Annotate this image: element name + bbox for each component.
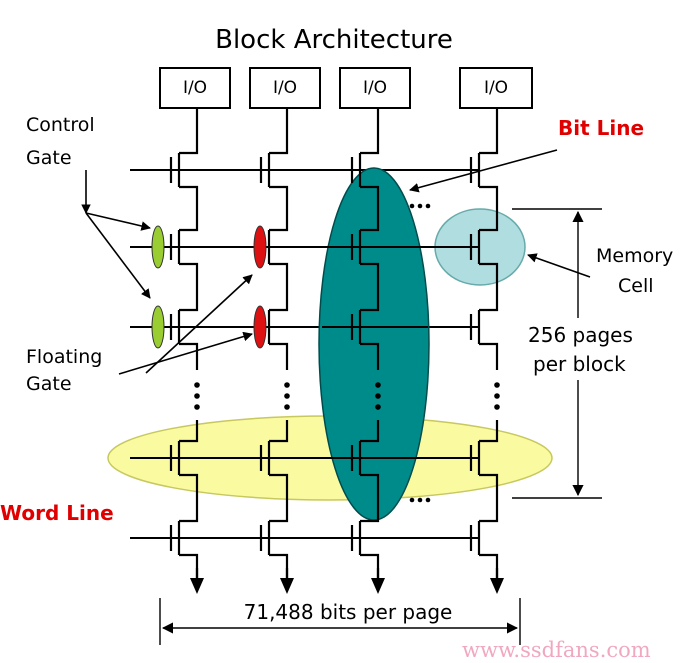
bit-line-arrow — [409, 149, 558, 193]
control-gate-ovals — [151, 225, 165, 349]
floating-gate-oval — [253, 305, 267, 349]
control-gate-arrow — [85, 212, 151, 299]
io-label: I/O — [273, 78, 297, 98]
nand-circuit: I/O I/O I/O — [130, 67, 533, 594]
control-gate-arrow — [85, 212, 151, 231]
bit-line-label: Bit Line — [558, 116, 644, 140]
watermark: www.ssdfans.com — [462, 638, 651, 659]
control-gate-oval — [151, 225, 165, 269]
floating-gate-ovals — [253, 225, 267, 349]
floating-gate-label-line2: Gate — [26, 373, 72, 395]
memory-cell-label-line2: Cell — [618, 275, 654, 297]
io-box — [339, 67, 411, 109]
io-box — [249, 67, 321, 109]
control-gate-oval — [151, 305, 165, 349]
annotation-arrows — [81, 149, 591, 375]
floating-gate-oval — [253, 225, 267, 269]
pages-per-block-label-line2: per block — [533, 352, 626, 376]
floating-gate-arrow — [118, 331, 253, 375]
io-box — [459, 67, 533, 109]
bit-line-circuit: I/O — [322, 67, 428, 594]
pages-dimension — [512, 208, 602, 499]
io-label: I/O — [363, 78, 387, 98]
io-box — [159, 67, 231, 109]
memory-cell-label-line1: Memory — [596, 245, 673, 267]
pages-per-block-label-line1: 256 pages — [528, 323, 633, 347]
bits-per-page-label: 71,488 bits per page — [244, 600, 453, 624]
memory-cell-arrow — [527, 253, 591, 278]
word-line-label: Word Line — [0, 501, 114, 525]
io-label: I/O — [183, 78, 207, 98]
io-label: I/O — [484, 78, 508, 98]
floating-gate-label-line1: Floating — [26, 346, 102, 368]
floating-gate-arrow — [145, 274, 253, 374]
control-gate-label-line1: Control — [26, 114, 95, 136]
bits-dimension — [159, 598, 521, 645]
control-gate-label-line2: Gate — [26, 147, 72, 169]
diagram-title: Block Architecture — [215, 25, 453, 55]
